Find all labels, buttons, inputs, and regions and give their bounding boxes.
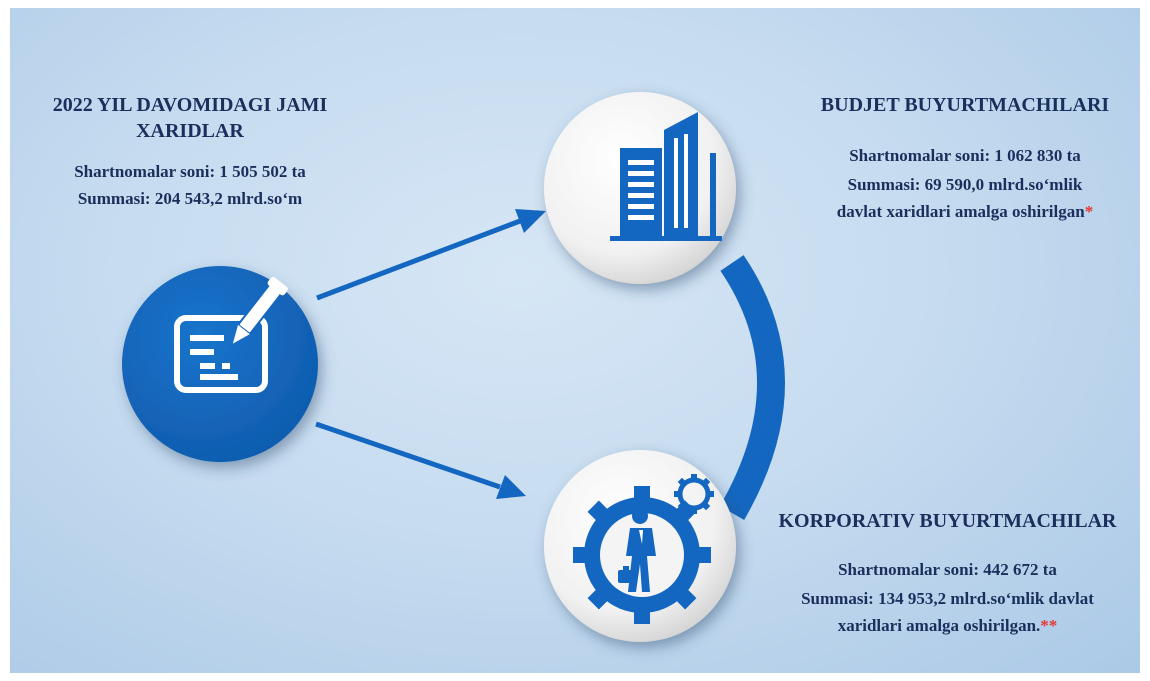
summary-contracts: Shartnomalar soni: 1 505 502 ta xyxy=(74,162,306,181)
budget-footnote-mark: * xyxy=(1084,202,1094,221)
corporate-note-text: xaridlari amalga oshirilgan. xyxy=(837,616,1041,635)
corporate-amount: Summasi: 134 953,2 mlrd.so‘mlik davlat xyxy=(801,589,1094,608)
office-building-icon xyxy=(610,112,722,241)
corporate-title: KORPORATIV BUYURTMACHILAR xyxy=(778,510,1117,532)
arrow-to-corporate xyxy=(315,421,526,499)
summary-title: 2022 YIL DAVOMIDAGI JAMI XARIDLAR xyxy=(30,92,350,144)
gear-businessman-icon xyxy=(573,474,714,624)
connector-arc xyxy=(719,255,785,520)
budget-note: davlat xaridlari amalga oshirilgan* xyxy=(790,198,1140,225)
center-circle xyxy=(122,266,318,462)
budget-note-text: davlat xaridlari amalga oshirilgan xyxy=(836,202,1085,221)
budget-amount: Summasi: 69 590,0 mlrd.so‘mlik xyxy=(847,175,1083,194)
infographic-canvas: 2022 YIL DAVOMIDAGI JAMI XARIDLAR Shartn… xyxy=(10,8,1140,673)
budget-title: BUDJET BUYURTMACHILARI xyxy=(820,94,1110,116)
corporate-note: xaridlari amalga oshirilgan.** xyxy=(755,612,1140,639)
document-pen-icon xyxy=(174,276,288,393)
summary-amount: Summasi: 204 543,2 mlrd.so‘m xyxy=(77,189,303,208)
summary-title-line1: 2022 YIL DAVOMIDAGI JAMI xyxy=(52,94,328,116)
diagram-graphics xyxy=(122,92,785,642)
summary-title-line2: XARIDLAR xyxy=(136,120,244,142)
corporate-footnote-mark: ** xyxy=(1040,616,1058,635)
budget-contracts: Shartnomalar soni: 1 062 830 ta xyxy=(849,146,1081,165)
corporate-contracts: Shartnomalar soni: 442 672 ta xyxy=(838,560,1057,579)
arrow-to-budget xyxy=(316,209,546,301)
